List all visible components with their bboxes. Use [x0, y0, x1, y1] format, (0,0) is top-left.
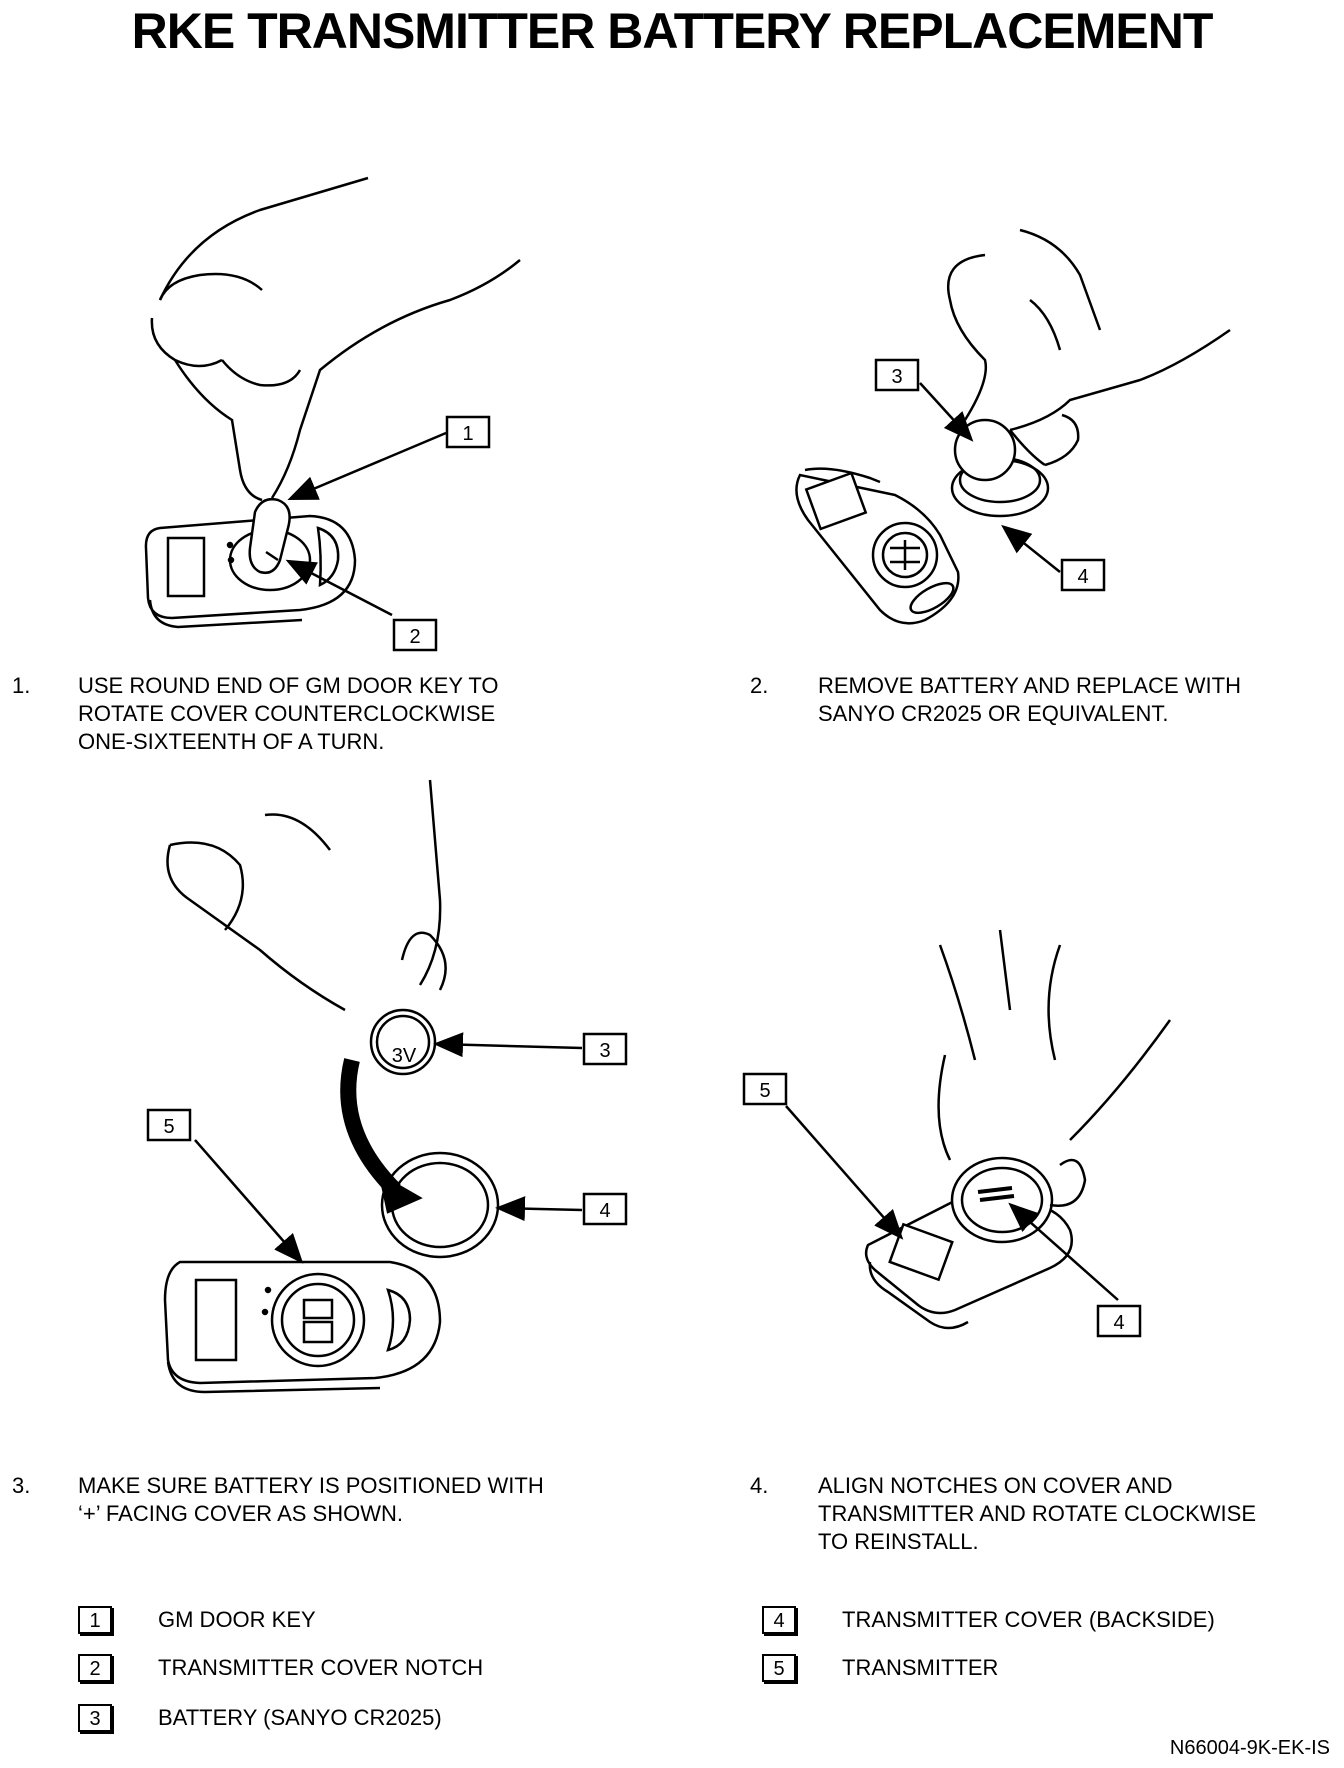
- legend-label-4: TRANSMITTER COVER (BACKSIDE): [842, 1607, 1215, 1632]
- callout-5-panel3: 5: [163, 1116, 174, 1138]
- step-2: 2. REMOVE BATTERY AND REPLACE WITH SANYO…: [750, 672, 1340, 732]
- battery-2: [953, 418, 1017, 482]
- battery-marking: 3V: [392, 1045, 417, 1067]
- step-1: 1. USE ROUND END OF GM DOOR KEY TO ROTAT…: [12, 672, 652, 762]
- step-2-text: REMOVE BATTERY AND REPLACE WITH SANYO CR…: [818, 673, 1241, 726]
- legend-item-4: 4 TRANSMITTER COVER (BACKSIDE): [762, 1606, 1322, 1638]
- step-1-number: 1.: [12, 673, 31, 698]
- leader-4-panel2: [1001, 524, 1061, 573]
- step-3-text: MAKE SURE BATTERY IS POSITIONED WITH ‘+’…: [78, 1473, 544, 1526]
- legend-label-3: BATTERY (SANYO CR2025): [158, 1705, 442, 1730]
- legend-label-1: GM DOOR KEY: [158, 1607, 316, 1632]
- legend-number-5: 5: [762, 1654, 796, 1682]
- legend-item-3: 3 BATTERY (SANYO CR2025): [78, 1704, 578, 1736]
- callout-5-panel4: 5: [759, 1080, 770, 1102]
- hand-4: [937, 929, 1172, 1207]
- legend-item-2: 2 TRANSMITTER COVER NOTCH: [78, 1654, 578, 1686]
- panel-4-illustration: [864, 929, 1172, 1330]
- step-4: 4. ALIGN NOTCHES ON COVER AND TRANSMITTE…: [750, 1472, 1340, 1562]
- placement-arrow: [340, 1058, 401, 1196]
- callout-3-panel3: 3: [599, 1040, 610, 1062]
- page-title: RKE TRANSMITTER BATTERY REPLACEMENT: [131, 3, 1214, 59]
- legend-label-5: TRANSMITTER: [842, 1655, 999, 1680]
- legend-number-4: 4: [762, 1606, 796, 1634]
- leader-2-panel1: [285, 559, 393, 617]
- leader-4-panel3: [495, 1196, 583, 1222]
- step-1-text: USE ROUND END OF GM DOOR KEY TO ROTATE C…: [78, 673, 499, 754]
- leader-4-panel4: [1008, 1202, 1119, 1301]
- leader-5-panel4: [785, 1105, 904, 1240]
- hand-1: [150, 176, 521, 502]
- step-2-number: 2.: [750, 673, 769, 698]
- legend-number-2: 2: [78, 1654, 112, 1682]
- step-4-text: ALIGN NOTCHES ON COVER AND TRANSMITTER A…: [818, 1473, 1256, 1554]
- step-3: 3. MAKE SURE BATTERY IS POSITIONED WITH …: [12, 1472, 652, 1532]
- callout-2: 2: [409, 626, 420, 648]
- step-4-number: 4.: [750, 1473, 769, 1498]
- legend-label-2: TRANSMITTER COVER NOTCH: [158, 1655, 484, 1680]
- hand-3: [166, 779, 447, 1012]
- callout-3-panel2: 3: [891, 366, 902, 388]
- panel-1-illustration: [144, 176, 521, 629]
- leader-5-panel3: [194, 1139, 304, 1264]
- door-key: [248, 498, 291, 574]
- figure-code: N66004-9K-EK-IS: [1169, 1737, 1330, 1759]
- callout-4-panel3: 4: [599, 1200, 610, 1222]
- panel-3-illustration: 3V: [163, 779, 500, 1394]
- callout-1: 1: [462, 423, 473, 445]
- leader-3-panel2: [919, 382, 974, 442]
- leader-1: [287, 431, 447, 500]
- callout-4-panel4: 4: [1113, 1312, 1124, 1334]
- legend-item-5: 5 TRANSMITTER: [762, 1654, 1322, 1686]
- callout-4-panel2: 4: [1077, 566, 1088, 588]
- hand-2: [947, 228, 1231, 467]
- legend-item-1: 1 GM DOOR KEY: [78, 1606, 578, 1638]
- legend-number-3: 3: [78, 1704, 112, 1732]
- legend-number-1: 1: [78, 1606, 112, 1634]
- step-3-number: 3.: [12, 1473, 31, 1498]
- leader-3-panel3: [433, 1032, 583, 1058]
- panel-2-illustration: [795, 228, 1231, 625]
